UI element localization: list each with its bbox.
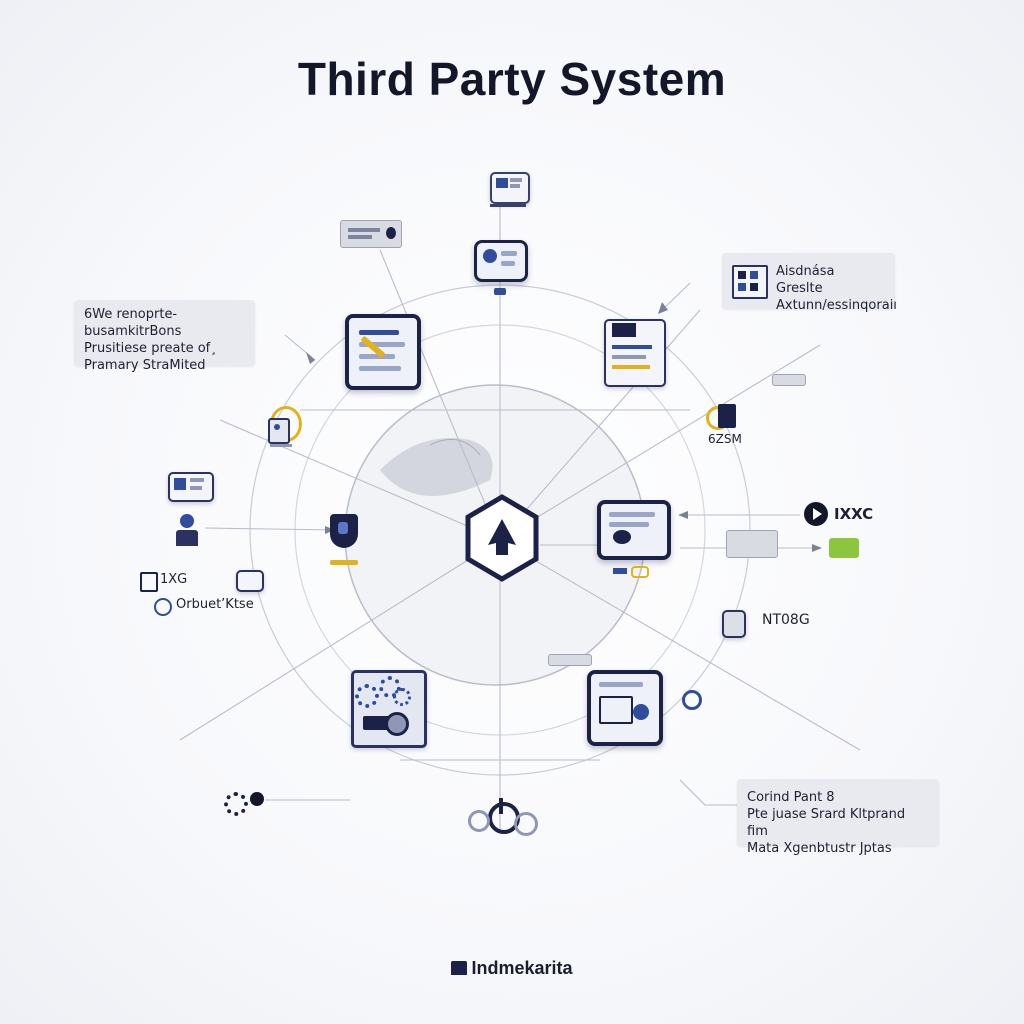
bottom-power-node[interactable] [462, 798, 542, 860]
callout-top-right: Aisdnása Greslte Axtunn/essinqoraiı [722, 253, 897, 313]
green-chip[interactable] [829, 538, 859, 558]
callout-top-left-line-3: Pramary StraMited [84, 358, 206, 373]
document-icon [722, 610, 746, 638]
right-note-node[interactable]: NT08G [722, 608, 822, 638]
left-monitor-node[interactable] [166, 470, 218, 550]
upper-right-doc-node[interactable] [600, 315, 670, 389]
callout-top-right-line-2: Axtunn/essinqoraiı [776, 298, 897, 313]
callout-bottom-right-line-3: Mata Xgenbtustr Jptas [747, 841, 892, 856]
callout-top-right-line-1: Aisdnása Greslte [776, 264, 835, 296]
gear-icon [224, 792, 248, 816]
gear-icon [379, 676, 401, 698]
left-caption: Orbuet’Ktse [176, 597, 254, 612]
right-play-node[interactable]: IXXC [804, 502, 884, 530]
grid-icon [732, 265, 768, 299]
bottom-left-gears-node[interactable] [345, 668, 427, 748]
brand-footer: Indmekarita [0, 958, 1024, 979]
bottom-left-gear-pair[interactable] [222, 788, 270, 816]
right-chip[interactable] [726, 530, 778, 558]
lock-icon [386, 227, 396, 239]
right-note-label: NT08G [762, 612, 810, 628]
monitor-icon [587, 670, 663, 746]
top-device-node[interactable] [486, 170, 530, 210]
bottom-right-screen-node[interactable] [585, 668, 665, 748]
monitor-icon [597, 500, 671, 560]
left-user-node[interactable] [264, 404, 304, 452]
callout-top-left-line-2: Prusitiese preate of¸ [84, 341, 217, 356]
bottom-right-ring-node[interactable] [680, 688, 704, 714]
left-tag-node: 1XG Orbuet’Ktse [140, 570, 270, 618]
callout-bottom-right-line-1: Corind Pant 8 [747, 790, 835, 805]
brand-name: Indmekarita [471, 958, 573, 978]
callout-top-left: 6We renoprte-busamkitrBons Prusitiese pr… [74, 300, 255, 373]
top-monitor-node[interactable] [474, 240, 530, 300]
left-tag-label: 1XG [160, 572, 188, 587]
top-left-chip-node[interactable] [340, 218, 406, 250]
user-icon [180, 514, 194, 528]
monitor-icon [345, 314, 421, 390]
gear-icon [355, 684, 379, 708]
upper-left-screen-node[interactable] [345, 314, 425, 392]
right-small-label: 6ZSM [708, 432, 742, 446]
callout-bottom-right: Corind Pant 8 Pte juase Srard Kltprand f… [737, 779, 939, 856]
key-icon [330, 560, 358, 565]
bottom-mini-chip[interactable] [548, 654, 592, 666]
right-small-node[interactable]: 6ZSM [702, 402, 762, 458]
right-play-label: IXXC [834, 505, 874, 523]
brand-logo-icon [451, 961, 468, 975]
callout-bottom-right-line-2: Pte juase Srard Kltprand fim [747, 807, 906, 839]
right-screen-node[interactable] [597, 500, 675, 580]
callout-top-left-line-1: 6We renoprte-busamkitrBons [84, 307, 182, 339]
right-mini-chip[interactable] [772, 372, 808, 386]
gear-icon [393, 688, 411, 706]
play-icon [804, 502, 828, 526]
globe-icon [154, 598, 172, 616]
central-hub[interactable] [462, 493, 542, 583]
hexagon-hub-icon [465, 494, 539, 582]
diagram-title: Third Party System [297, 53, 727, 105]
left-shield-node[interactable] [326, 512, 366, 574]
monitor-icon [474, 240, 528, 282]
